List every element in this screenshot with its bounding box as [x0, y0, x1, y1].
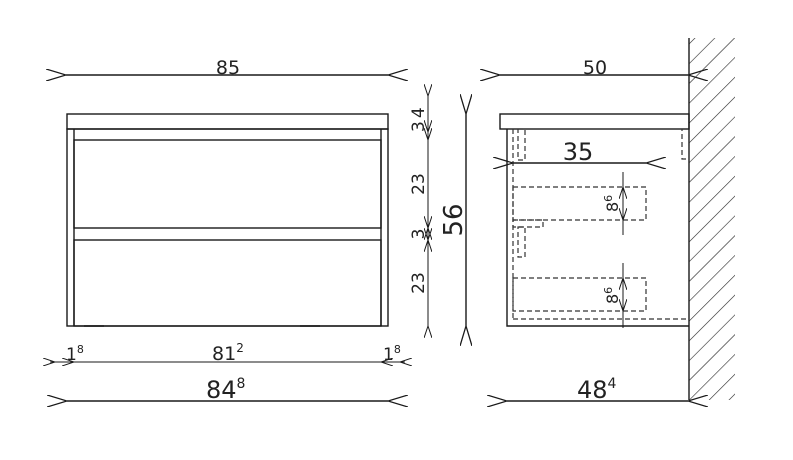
drawer-depth-label: 35 [563, 138, 594, 166]
countertop [66, 113, 389, 130]
drawer1-inner-height-label: 86 [602, 195, 622, 212]
top-height-label: 34 [409, 107, 429, 132]
front-view: 85 34 23 3 23 56 18 812 18 [50, 57, 469, 404]
overall-width-label: 85 [216, 57, 240, 79]
right-side-label: 18 [383, 343, 401, 365]
total-height-label: 56 [439, 203, 469, 236]
side-view: 50 35 86 86 484 [500, 38, 735, 404]
drawer2-height-label: 23 [409, 272, 429, 294]
side-body [506, 129, 689, 327]
drawer1-outline [512, 186, 647, 221]
wall-hatching [689, 38, 735, 400]
body-depth-label: 484 [577, 376, 617, 404]
drawer-front-bottom [73, 239, 382, 327]
drawer-front-top [73, 139, 382, 229]
gap-height-label: 3 [409, 229, 429, 240]
body-width-label: 848 [206, 376, 245, 404]
side-countertop [499, 113, 690, 130]
left-side-label: 18 [66, 343, 84, 365]
drawer2-outline [512, 277, 647, 312]
drawer1-height-label: 23 [409, 173, 429, 195]
inner-width-label: 812 [212, 341, 244, 365]
overall-depth-label: 50 [583, 57, 607, 79]
drawer2-inner-height-label: 86 [602, 287, 622, 304]
hidden-lines [512, 128, 690, 320]
